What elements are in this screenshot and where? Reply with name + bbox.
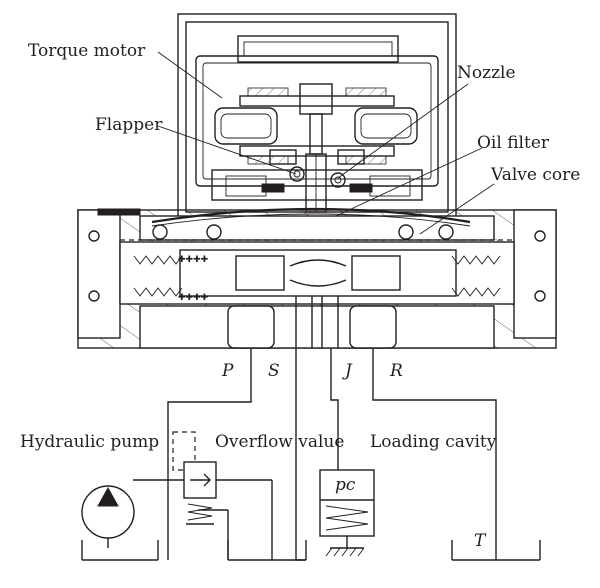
svg-text:✚✚✚✚: ✚✚✚✚ [178, 293, 209, 303]
nozzle-flapper-assembly [211, 166, 423, 201]
nozzle-label: Nozzle [457, 63, 516, 83]
torque-motor-label: Torque motor [28, 41, 146, 61]
pressure-pc-label: pc [335, 475, 356, 495]
flapper-label: Flapper [95, 115, 163, 135]
port-p-label: P [221, 361, 234, 381]
valve-body: ✚✚✚✚ ✚✚✚✚ [77, 207, 557, 349]
hydraulic-pump-label: Hydraulic pump [20, 432, 159, 452]
port-r-label: R [389, 361, 403, 381]
oil-filter-label: Oil filter [477, 133, 550, 153]
hydraulic-lines [81, 348, 541, 561]
loading-cavity-symbol [319, 469, 375, 557]
torque-motor-housing [177, 13, 457, 220]
leader-lines [157, 51, 495, 235]
overflow-value-label: Overflow value [215, 432, 344, 452]
overflow-valve-symbol [172, 431, 217, 525]
loading-cavity-label: Loading cavity [370, 432, 497, 452]
port-j-label: J [342, 361, 353, 381]
valve-core-label: Valve core [490, 165, 580, 185]
hydraulic-pump-symbol [81, 485, 135, 548]
port-s-label: S [268, 361, 280, 381]
port-t-label: T [474, 531, 487, 551]
svg-text:✚✚✚✚: ✚✚✚✚ [178, 255, 209, 265]
